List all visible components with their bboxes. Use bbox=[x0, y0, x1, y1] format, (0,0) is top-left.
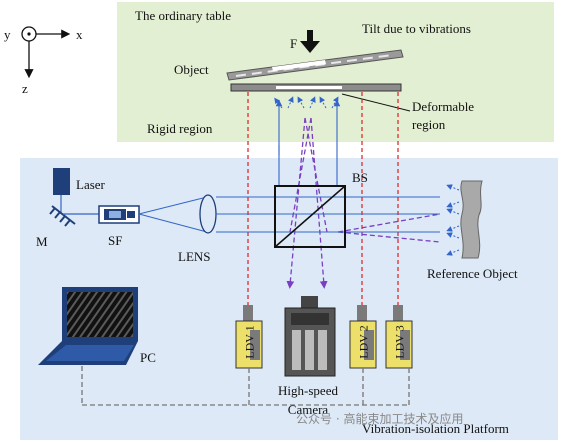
table-panel bbox=[117, 2, 554, 142]
deformable-pointer bbox=[341, 93, 411, 112]
beam-splitter bbox=[274, 185, 346, 248]
axis-z-label: z bbox=[22, 81, 28, 96]
ldv-3 bbox=[385, 305, 413, 369]
object-label: Object bbox=[174, 62, 209, 77]
watermark: 公众号 · 高能束加工技术及应用 bbox=[296, 412, 464, 426]
reference-object-label: Reference Object bbox=[427, 266, 518, 281]
spatial-filter bbox=[98, 205, 140, 224]
sf-label: SF bbox=[108, 233, 123, 248]
reference-object bbox=[460, 180, 483, 259]
camera-icon bbox=[284, 296, 336, 377]
platform-label: Vibration-isolation Platform bbox=[362, 421, 509, 436]
ldv-2 bbox=[349, 305, 377, 369]
pc-icon bbox=[38, 287, 138, 365]
table-title: The ordinary table bbox=[135, 8, 232, 23]
ldv-1 bbox=[235, 305, 263, 369]
cabling-lines bbox=[81, 366, 410, 406]
camera-dashed-lines bbox=[286, 117, 441, 289]
mirror-icon bbox=[49, 205, 76, 227]
laser-label: Laser bbox=[76, 177, 105, 192]
axis-x-label: x bbox=[76, 27, 83, 42]
vertical-beams bbox=[275, 99, 341, 186]
laser-box bbox=[53, 168, 70, 195]
deformable-region-label: Deformable region bbox=[412, 99, 475, 132]
camera-label: High-speed Camera bbox=[278, 383, 338, 417]
collimated-beams bbox=[216, 196, 440, 233]
coordinate-axes bbox=[21, 26, 71, 79]
ldv-dashed-lines bbox=[247, 92, 399, 305]
ldv1-label: LDV 1 bbox=[242, 325, 257, 359]
mirror-label: M bbox=[36, 234, 48, 249]
tilted-object bbox=[226, 49, 404, 81]
ldv3-label: LDV 3 bbox=[392, 325, 407, 359]
expansion-beams bbox=[138, 196, 208, 233]
tilt-label: Tilt due to vibrations bbox=[362, 21, 471, 36]
ldv2-label: LDV 2 bbox=[356, 325, 371, 359]
bs-label: BS bbox=[352, 170, 368, 185]
axis-y-label: y bbox=[4, 27, 11, 42]
lens-icon bbox=[199, 194, 217, 234]
pc-label: PC bbox=[140, 350, 156, 365]
reference-scatter-arrows bbox=[446, 184, 460, 256]
force-label: F bbox=[290, 36, 298, 51]
lens-label: LENS bbox=[178, 249, 211, 264]
rigid-region-label: Rigid region bbox=[147, 121, 213, 136]
force-arrow-icon bbox=[300, 30, 320, 53]
flat-object bbox=[230, 83, 402, 92]
